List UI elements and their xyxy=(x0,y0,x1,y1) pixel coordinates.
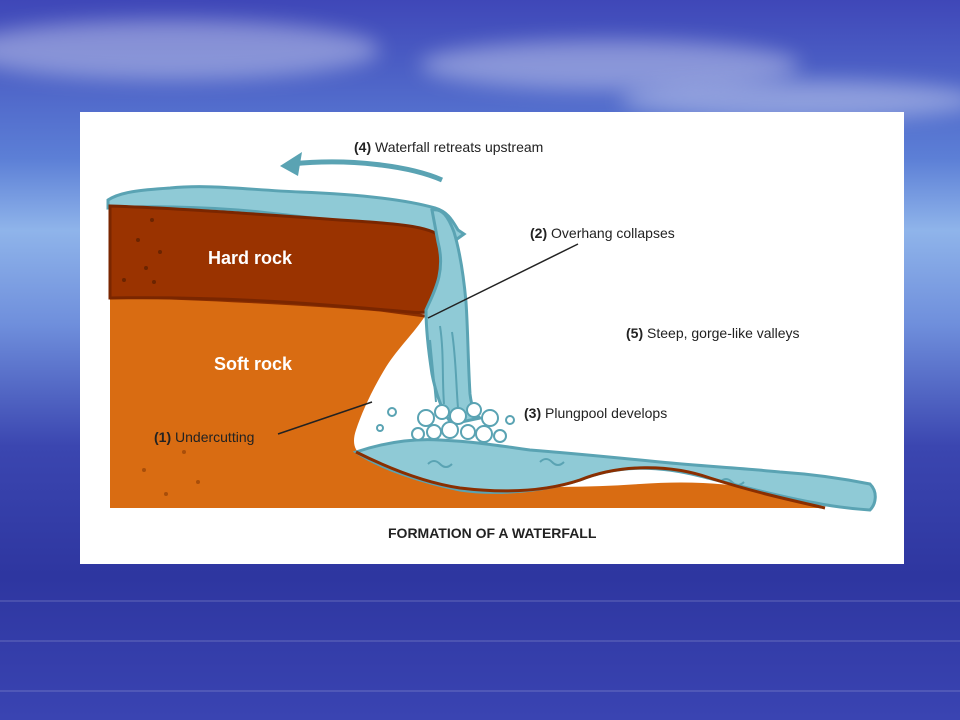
diagram-title: FORMATION OF A WATERFALL xyxy=(388,525,597,541)
leader-overhang xyxy=(427,243,579,319)
step-1-label: (1) Undercutting xyxy=(154,429,254,445)
waterfall-streaks xyxy=(429,325,459,409)
step-3-label: (3) Plungpool develops xyxy=(524,405,667,421)
soft-rock-label: Soft rock xyxy=(214,354,293,374)
step-4-label: (4) Waterfall retreats upstream xyxy=(354,139,543,155)
leader-undercutting xyxy=(277,401,373,435)
water-ripple xyxy=(0,690,960,692)
hard-rock-label: Hard rock xyxy=(208,248,293,268)
retreat-arrowhead-icon xyxy=(280,152,302,176)
splash-bubbles xyxy=(376,402,515,443)
soft-rock-speckles xyxy=(142,450,200,496)
rock-speckles xyxy=(122,218,162,284)
water-ripples xyxy=(427,458,745,486)
step-5-label: (5) Steep, gorge-like valleys xyxy=(626,325,800,341)
step-2-label: (2) Overhang collapses xyxy=(530,225,675,241)
cloud-streak xyxy=(420,40,800,90)
water-ripple xyxy=(0,640,960,642)
waterfall-diagram: Hard rock Soft rock (4) Waterfall retrea… xyxy=(106,139,877,541)
water-ripple xyxy=(0,600,960,602)
gorge-bed xyxy=(355,450,826,510)
soft-rock-layer xyxy=(110,296,825,508)
retreat-arrow-icon xyxy=(291,159,444,183)
cloud-streak xyxy=(0,20,380,80)
diagram-card: Hard rock Soft rock (4) Waterfall retrea… xyxy=(80,112,904,564)
